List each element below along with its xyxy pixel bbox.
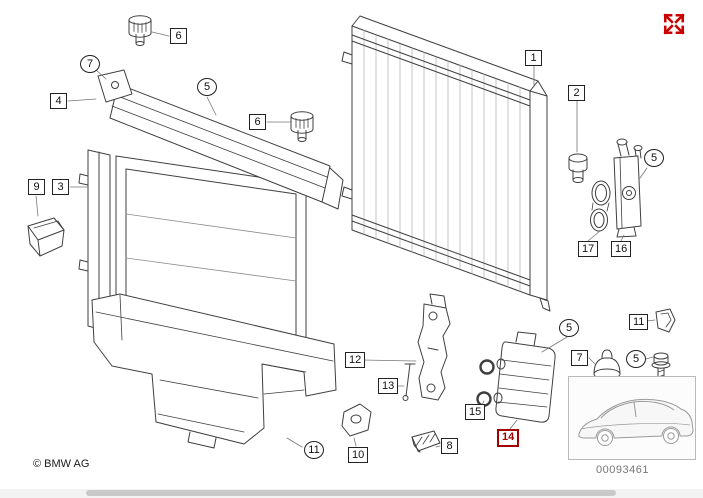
callout-12[interactable]: 12 <box>345 352 366 368</box>
part-gasket-17 <box>590 180 611 232</box>
expand-arrows-glyph <box>663 13 685 35</box>
part-adapter-2 <box>568 153 588 183</box>
horizontal-scrollbar-track[interactable] <box>0 489 703 498</box>
part-radiator <box>341 15 551 312</box>
callout-5-crossmember[interactable]: 5 <box>197 78 217 96</box>
callout-11-clip[interactable]: 11 <box>629 314 649 330</box>
part-cap-upper <box>128 15 152 46</box>
part-oil-cooler-14 <box>493 331 556 423</box>
part-clip-11 <box>655 308 676 333</box>
callout-5-screw[interactable]: 5 <box>626 350 646 368</box>
part-upper-cross-member <box>97 69 344 210</box>
callout-11-lower[interactable]: 11 <box>304 441 324 459</box>
callout-2[interactable]: 2 <box>568 85 585 101</box>
part-buffer-7 <box>593 349 621 380</box>
callout-16[interactable]: 16 <box>611 241 632 257</box>
callout-10[interactable]: 10 <box>348 447 369 463</box>
callout-8[interactable]: 8 <box>441 438 458 454</box>
callout-5-cooler[interactable]: 5 <box>559 319 579 337</box>
part-cap-lower <box>290 111 314 142</box>
part-bracket-10 <box>341 403 372 437</box>
callout-13[interactable]: 13 <box>378 378 399 394</box>
part-orings-15 <box>476 359 495 407</box>
callout-15[interactable]: 15 <box>465 404 486 420</box>
callout-5-housing[interactable]: 5 <box>644 149 664 167</box>
part-bracket-12 <box>417 293 451 401</box>
vehicle-sketch <box>578 398 694 446</box>
copyright-text: © BMW AG <box>33 458 90 470</box>
leader-lines <box>35 31 656 448</box>
part-bracket-9 <box>27 217 65 257</box>
callout-4[interactable]: 4 <box>50 93 67 109</box>
callout-9[interactable]: 9 <box>28 179 45 195</box>
diagram-number: 00093461 <box>596 464 649 476</box>
part-tray-8 <box>411 430 441 453</box>
callout-7-upper[interactable]: 7 <box>80 55 100 73</box>
callout-7-buffer[interactable]: 7 <box>571 350 588 366</box>
callout-1[interactable]: 1 <box>525 50 542 66</box>
horizontal-scrollbar-thumb[interactable] <box>86 490 616 496</box>
vehicle-thumbnail[interactable] <box>568 376 696 460</box>
part-pin-13 <box>402 363 416 401</box>
callout-14-selected[interactable]: 14 <box>497 429 520 447</box>
part-condenser-frame <box>78 149 307 351</box>
callout-3[interactable]: 3 <box>52 179 69 195</box>
callout-6-cap-lower[interactable]: 6 <box>249 114 266 130</box>
part-housing-16 <box>613 138 643 238</box>
callout-17[interactable]: 17 <box>578 241 599 257</box>
callout-6-cap-upper[interactable]: 6 <box>170 28 187 44</box>
part-module-carrier <box>91 293 337 449</box>
expand-icon[interactable] <box>659 10 689 40</box>
